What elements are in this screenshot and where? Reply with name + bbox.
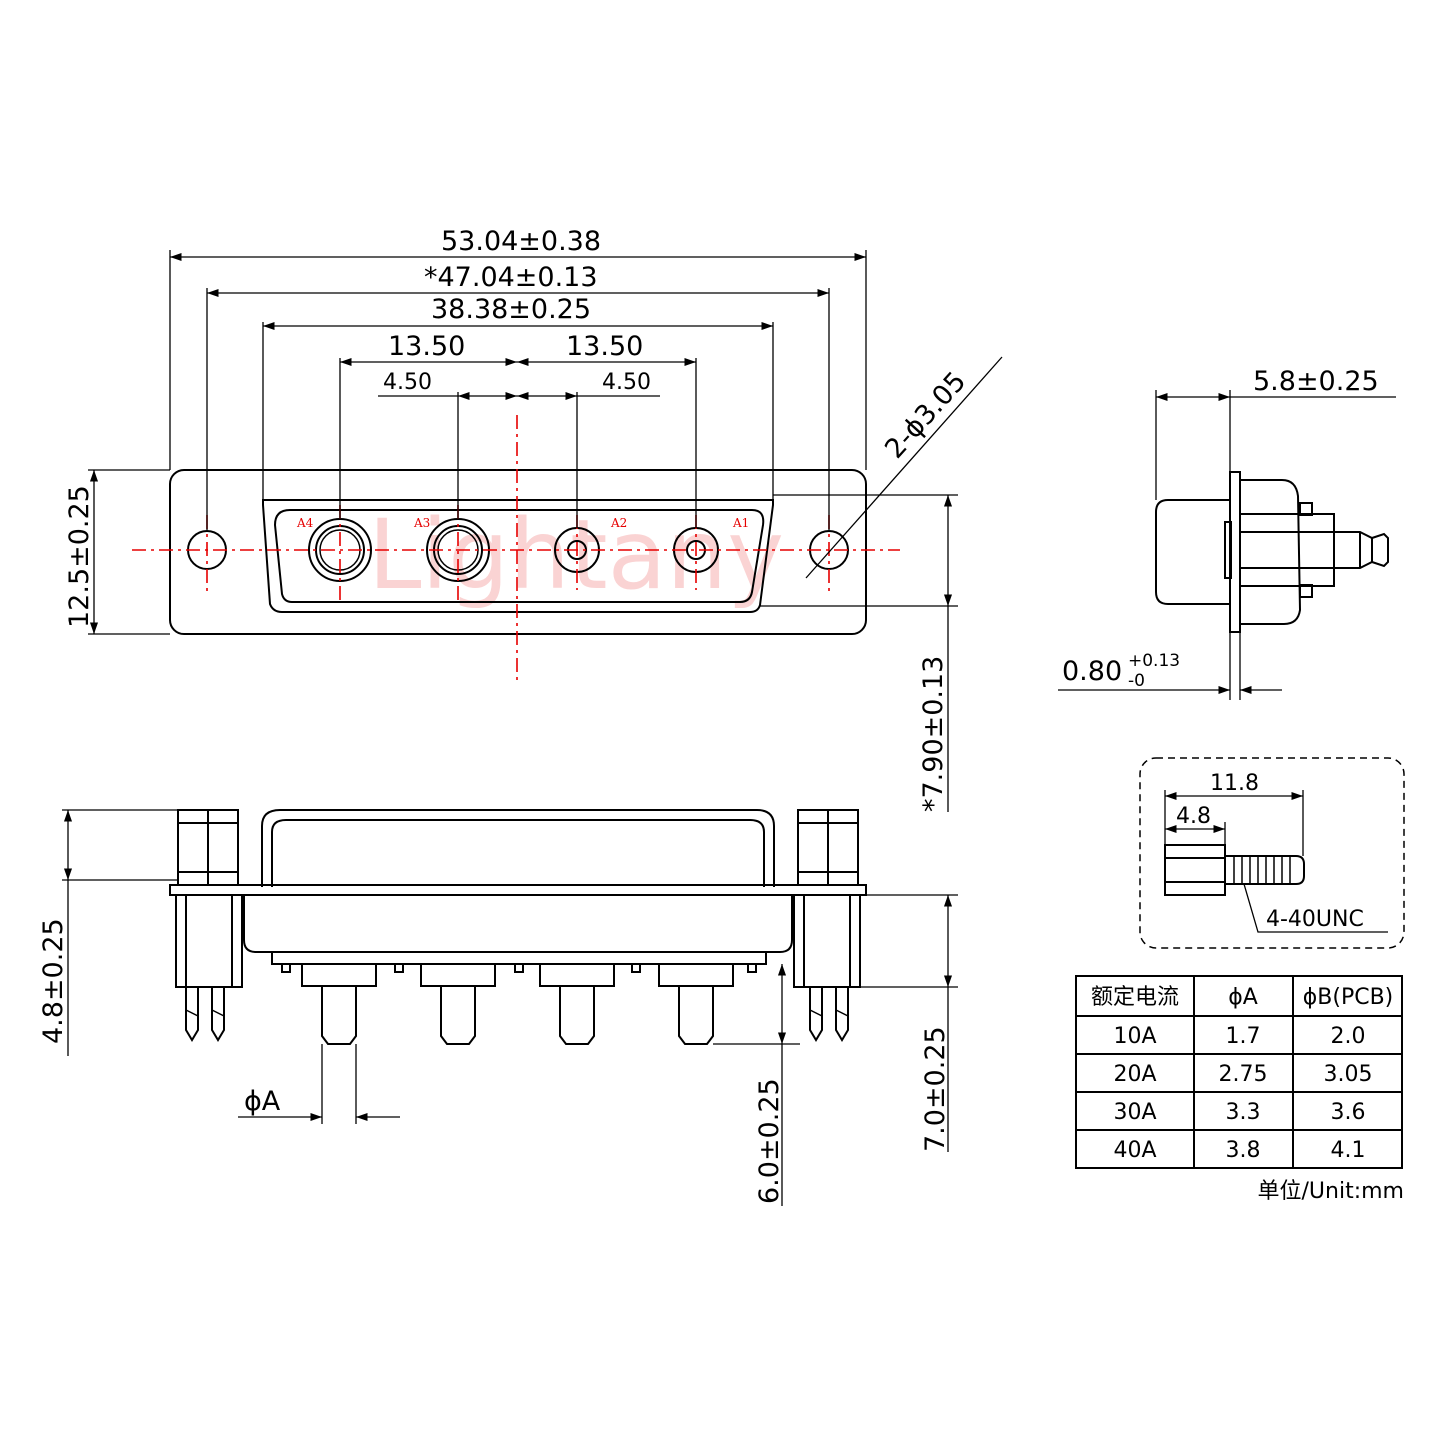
- dim-flange-height: 12.5±0.25: [64, 485, 95, 628]
- dim-right-inner: 4.50: [602, 370, 651, 395]
- side-pin: [1333, 531, 1389, 569]
- shell-outer: [262, 499, 774, 613]
- dim-pin-length: 6.0±0.25: [754, 1078, 785, 1204]
- side-tab: [1224, 521, 1232, 579]
- pin-label-a3: A3: [413, 516, 430, 530]
- table-cell: 40A: [1113, 1138, 1156, 1163]
- dim-mount-spacing: *47.04±0.13: [424, 262, 598, 293]
- side-shell: [1155, 499, 1230, 605]
- screw-thread: [1225, 855, 1305, 885]
- table-cell: 20A: [1113, 1062, 1156, 1087]
- front-flange: [169, 469, 867, 635]
- dim-left-inner: 4.50: [383, 370, 432, 395]
- bottom-view: ϕA 4.8±0.25 6.0±0.25 7.0±0.25: [38, 809, 958, 1206]
- table-cell: 3.8: [1226, 1138, 1261, 1163]
- screw-detail-frame: [1139, 757, 1405, 949]
- dim-side-depth: 5.8±0.25: [1253, 366, 1379, 397]
- watermark: Lightany: [368, 499, 784, 611]
- pin-label-a4: A4: [296, 516, 314, 530]
- contact-sleeve-2: [420, 963, 496, 987]
- pcb-pin-2: [440, 986, 476, 1045]
- table-header-current: 额定电流: [1091, 985, 1179, 1010]
- dim-flange-tol-upper: +0.13: [1128, 651, 1180, 671]
- table-cell: 10A: [1113, 1024, 1156, 1049]
- table-header-pcb-dia: ϕB(PCB): [1303, 985, 1394, 1010]
- pin-label-a2: A2: [610, 516, 627, 530]
- dim-screw-length: 11.8: [1210, 771, 1259, 796]
- dim-left-pitch: 13.50: [388, 331, 465, 362]
- table-cell: 3.6: [1331, 1100, 1366, 1125]
- bottom-shell-inner: [271, 819, 765, 887]
- bottom-flange: [169, 884, 867, 896]
- contact-sleeve-3: [539, 963, 615, 987]
- dim-post-length: 7.0±0.25: [920, 1026, 951, 1152]
- post-left: [175, 894, 243, 988]
- table-cell: 4.1: [1331, 1138, 1366, 1163]
- table-cell: 30A: [1113, 1100, 1156, 1125]
- front-view: A4 A3 A2 A1 53.04±0.38 *47.: [64, 226, 1003, 812]
- pcb-pin-1: [321, 986, 357, 1045]
- dim-pin-diameter: ϕA: [244, 1086, 281, 1117]
- bottom-shell-outer: [261, 809, 775, 887]
- post-right: [793, 894, 861, 988]
- dim-shell-height: *7.90±0.13: [918, 656, 949, 812]
- pcb-pin-4: [678, 986, 714, 1045]
- pin-label-a1: A1: [732, 516, 749, 530]
- bottom-insulator: [243, 895, 793, 953]
- table-cell: 3.05: [1324, 1062, 1373, 1087]
- pcb-pin-3: [559, 986, 595, 1045]
- dim-hole-diameter: 2-ϕ3.05: [879, 366, 972, 465]
- dim-screw-head: 4.8: [1176, 804, 1211, 829]
- dim-flange-thickness: 0.80: [1062, 656, 1122, 687]
- side-contact-block: [1239, 513, 1335, 587]
- spec-table-frame: [1075, 975, 1403, 1169]
- table-header-pin-dia: ϕA: [1228, 985, 1258, 1010]
- spec-table: 额定电流 ϕA ϕB(PCB) 10A 1.7 2.0 20A 2.75 3.0…: [1075, 975, 1404, 1204]
- unit-label: 单位/Unit:mm: [1258, 1179, 1404, 1204]
- dim-shell-width: 38.38±0.25: [431, 294, 591, 325]
- dim-right-pitch: 13.50: [566, 331, 643, 362]
- side-body: [1240, 479, 1302, 625]
- contact-sleeve-4: [658, 963, 734, 987]
- table-cell: 2.75: [1219, 1062, 1268, 1087]
- dim-nut-height: 4.8±0.25: [38, 918, 69, 1044]
- screw-hex-head: [1164, 844, 1226, 896]
- side-view: 5.8±0.25 0.80 +0.13 -0: [1058, 366, 1396, 700]
- table-cell: 2.0: [1331, 1024, 1366, 1049]
- screw-detail: 11.8 4.8 4-40UNC: [1139, 757, 1405, 949]
- dim-overall-width: 53.04±0.38: [441, 226, 601, 257]
- shell-inner: [273, 509, 765, 603]
- contact-sleeve-1: [301, 963, 377, 987]
- bottom-base: [271, 951, 767, 965]
- table-cell: 1.7: [1226, 1024, 1261, 1049]
- dim-flange-tol-lower: -0: [1128, 671, 1145, 691]
- label-thread-spec: 4-40UNC: [1266, 907, 1364, 932]
- table-cell: 3.3: [1226, 1100, 1261, 1125]
